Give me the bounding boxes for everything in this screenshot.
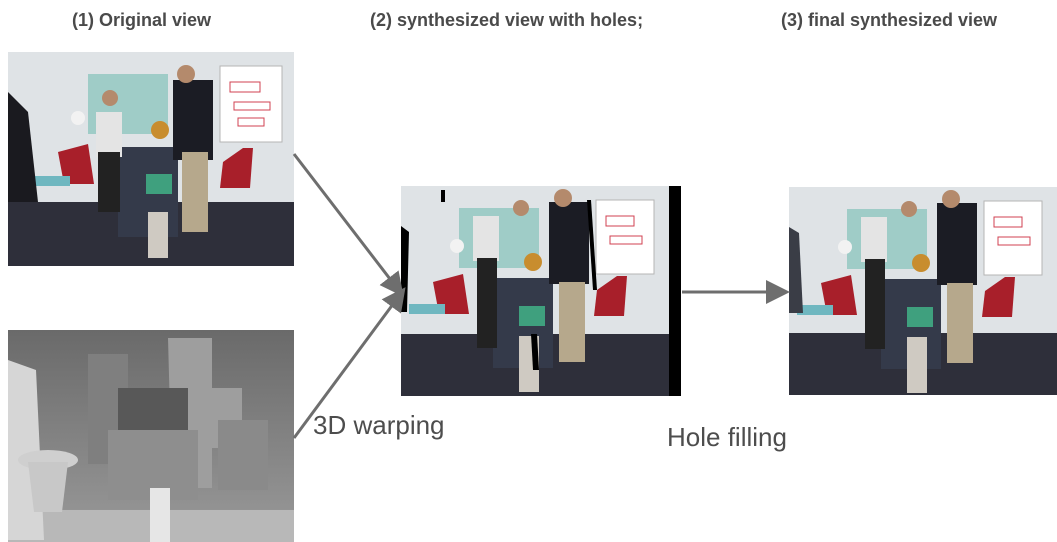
hole-filling-label: Hole filling <box>667 422 787 452</box>
warping-label: 3D warping <box>313 410 445 440</box>
original-view-photo <box>8 52 294 266</box>
warp-arrow-from-depth <box>292 287 406 439</box>
final-view-title: (3) final synthesized view <box>781 10 998 30</box>
holes-view-title: (2) synthesized view with holes; <box>370 10 644 30</box>
final-synthesized-view <box>789 187 1057 395</box>
depth-map <box>8 330 294 542</box>
warp-arrow-from-view <box>292 153 404 297</box>
original-view-title: (1) Original view <box>72 10 212 30</box>
synthesized-view-with-holes <box>401 186 681 396</box>
